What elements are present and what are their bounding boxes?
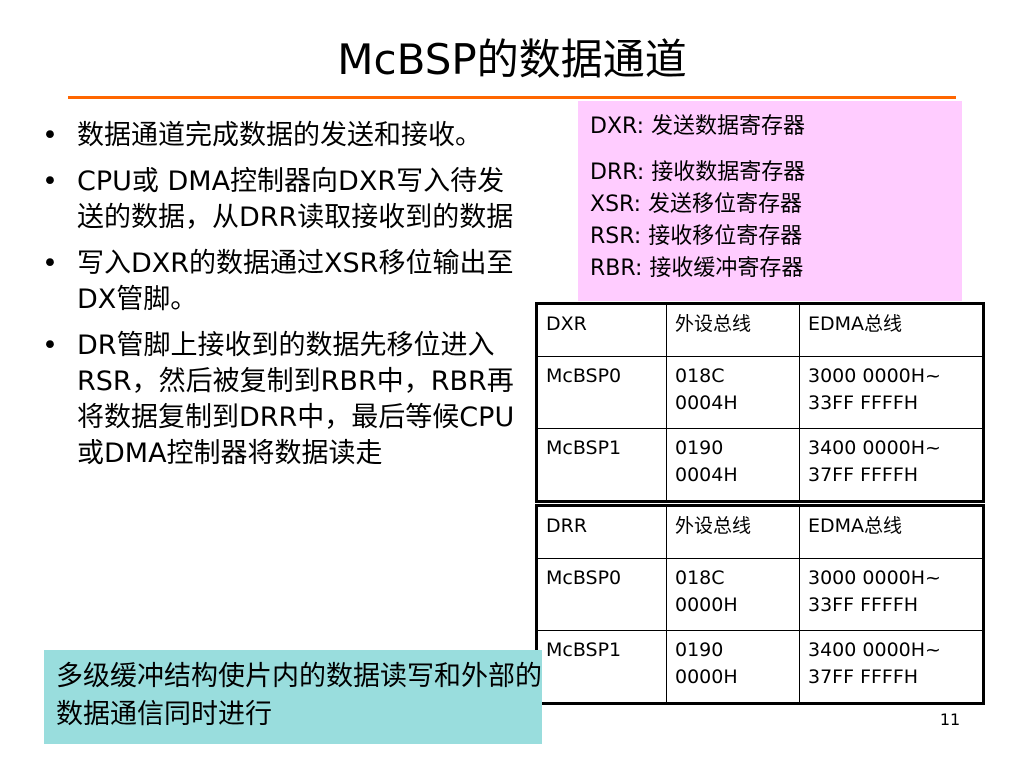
bullet-list: • 数据通道完成数据的发送和接收。 • CPU或 DMA控制器向DXR写入待发送的数… [40, 118, 520, 482]
table-cell: 3000 0000H~ 33FF FFFFH [799, 356, 984, 429]
legend-item: RSR: 接收移位寄存器 [590, 224, 803, 249]
table-cell: 0190 0000H [666, 630, 800, 704]
page-number: 11 [939, 710, 961, 729]
table-cell: 3400 0000H~ 37FF FFFFH [799, 428, 984, 502]
drr-address-table: DRR 外设总线 EDMA总线 McBSP0 018C 0000H 3000 0… [535, 504, 985, 705]
table-header-row: DRR 外设总线 EDMA总线 [536, 505, 984, 559]
table-header-cell: 外设总线 [666, 303, 800, 357]
table-cell: McBSP0 [536, 558, 667, 631]
table-cell: 3400 0000H~ 37FF FFFFH [799, 630, 984, 704]
table-cell: 3000 0000H~ 33FF FFFFH [799, 558, 984, 631]
bullet-text: 写入DXR的数据通过XSR移位输出至DX管脚。 [77, 248, 514, 315]
bullet-item: • 数据通道完成数据的发送和接收。 [40, 118, 520, 154]
title-underline [68, 96, 956, 99]
table-cell: McBSP1 [536, 630, 667, 704]
bullet-marker: • [42, 330, 58, 361]
bullet-text: DR管脚上接收到的数据先移位进入RSR，然后被复制到RBR中，RBR再将数据复制… [77, 330, 515, 469]
table-cell: McBSP1 [536, 428, 667, 502]
legend-item: XSR: 发送移位寄存器 [590, 192, 803, 217]
legend-item: DRR: 接收数据寄存器 [590, 160, 806, 185]
bullet-item: • CPU或 DMA控制器向DXR写入待发送的数据，从DRR读取接收到的数据 [40, 164, 520, 236]
table-header-row: DXR 外设总线 EDMA总线 [536, 303, 984, 357]
table-row: McBSP1 0190 0000H 3400 0000H~ 37FF FFFFH [536, 630, 984, 704]
bullet-marker: • [42, 248, 58, 279]
table-row: McBSP0 018C 0000H 3000 0000H~ 33FF FFFFH [536, 558, 984, 631]
bullet-text: CPU或 DMA控制器向DXR写入待发送的数据，从DRR读取接收到的数据 [77, 166, 514, 233]
legend-item: DXR: 发送数据寄存器 [590, 114, 806, 139]
table-cell: McBSP0 [536, 356, 667, 429]
table-header-cell: 外设总线 [666, 505, 800, 559]
dxr-address-table: DXR 外设总线 EDMA总线 McBSP0 018C 0004H 3000 0… [535, 302, 985, 503]
table-row: McBSP1 0190 0004H 3400 0000H~ 37FF FFFFH [536, 428, 984, 502]
table-cell: 0190 0004H [666, 428, 800, 502]
table-row: McBSP0 018C 0004H 3000 0000H~ 33FF FFFFH [536, 356, 984, 429]
slide-title: McBSP的数据通道 [337, 35, 687, 84]
note-callout: 多级缓冲结构使片内的数据读写和外部的数据通信同时进行 [44, 650, 542, 744]
bullet-text: 数据通道完成数据的发送和接收。 [77, 120, 482, 151]
register-legend: DXR: 发送数据寄存器 DRR: 接收数据寄存器 XSR: 发送移位寄存器 R… [578, 101, 962, 301]
table-cell: 018C 0000H [666, 558, 800, 631]
bullet-marker: • [42, 120, 58, 151]
table-header-cell: EDMA总线 [799, 303, 984, 357]
bullet-item: • 写入DXR的数据通过XSR移位输出至DX管脚。 [40, 246, 520, 318]
table-header-cell: EDMA总线 [799, 505, 984, 559]
table-cell: 018C 0004H [666, 356, 800, 429]
bullet-item: • DR管脚上接收到的数据先移位进入RSR，然后被复制到RBR中，RBR再将数据复… [40, 328, 520, 472]
legend-item: RBR: 接收缓冲寄存器 [590, 256, 804, 281]
table-header-cell: DRR [536, 505, 667, 559]
table-header-cell: DXR [536, 303, 667, 357]
bullet-marker: • [42, 166, 58, 197]
